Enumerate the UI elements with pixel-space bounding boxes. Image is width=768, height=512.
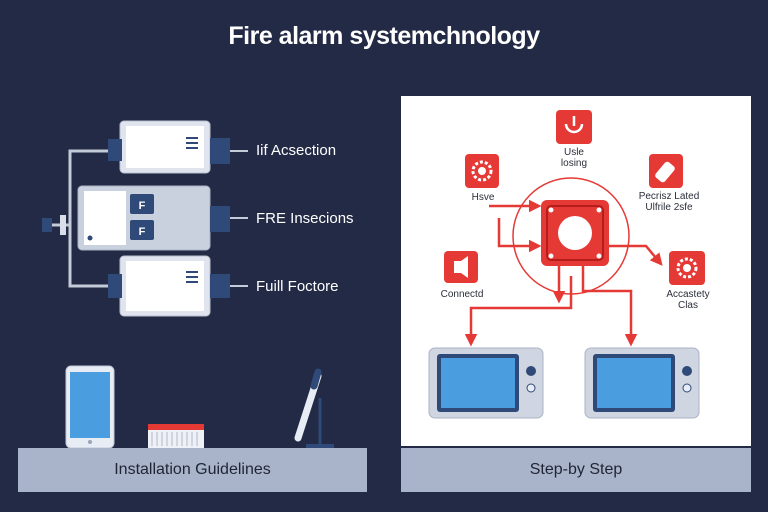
screwdriver-icon (294, 368, 334, 448)
step-by-step-button[interactable]: Step-by Step (401, 448, 751, 492)
node-label-top: Usle losing (560, 147, 588, 169)
module-middle (77, 185, 248, 251)
installation-guidelines-button[interactable]: Installation Guidelines (18, 448, 367, 492)
module-bottom (108, 255, 248, 317)
speaker-icon (444, 251, 478, 283)
flow-diagram (428, 110, 705, 419)
module-rack-illustration (42, 120, 334, 449)
extinguisher-icon (649, 154, 683, 188)
settings-icon (669, 251, 705, 285)
panel-badge-2: F (139, 226, 146, 238)
tablet-icon (65, 365, 115, 449)
page-title: Fire alarm systemchnology (228, 22, 540, 50)
step-diagram-panel: Usle losing Hsve Pecrisz Lated Ulfrile 2… (401, 96, 751, 446)
panel-badge-1: F (139, 200, 146, 212)
central-hub-icon (541, 200, 609, 266)
power-icon (556, 110, 592, 144)
monitor-right-icon (584, 347, 700, 419)
node-label-right-lower: Accastety Clas (666, 289, 710, 311)
brush-icon (148, 424, 204, 448)
node-label-left-lower: Connectd (440, 289, 484, 300)
module-label-2: FRE Insecions (256, 210, 354, 227)
panel-badges: F F (139, 200, 146, 238)
module-label-3: Fuill Foctore (256, 278, 339, 295)
monitor-left-icon (428, 347, 544, 419)
node-label-right-upper: Pecrisz Lated Ulfrile 2sfe (638, 191, 700, 213)
gear-icon (465, 154, 499, 188)
hardware-panel: Iif Acsection FRE Insecions Fuill Foctor… (0, 60, 390, 512)
module-top (108, 120, 248, 174)
module-label-1: Iif Acsection (256, 142, 337, 159)
node-label-left-upper: Hsve (471, 192, 495, 203)
